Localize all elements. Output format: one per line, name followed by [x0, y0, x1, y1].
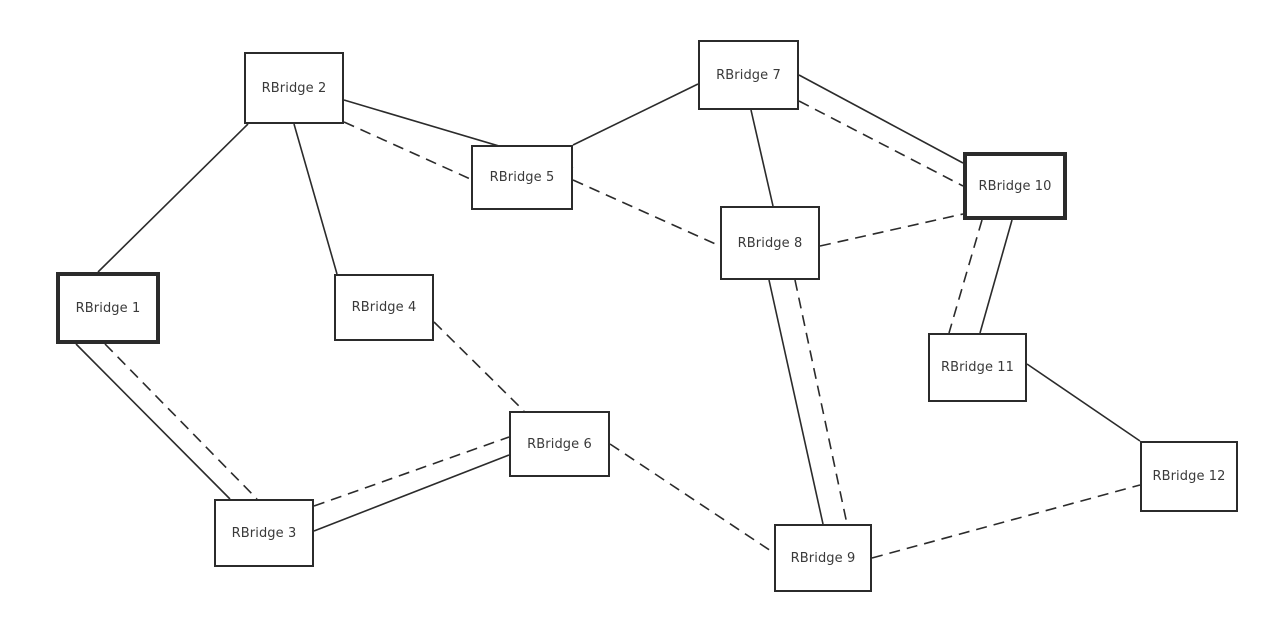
node-rb7[interactable]: RBridge 7 [698, 40, 799, 110]
edge-rb9-rb12-dashed [871, 484, 1141, 559]
edge-rb10-rb11-solid [979, 219, 1013, 334]
node-rb2[interactable]: RBridge 2 [244, 52, 344, 124]
node-rb1[interactable]: RBridge 1 [56, 272, 160, 344]
node-label-rb11: RBridge 11 [940, 360, 1015, 375]
node-label-rb2: RBridge 2 [261, 80, 327, 96]
node-label-rb1: RBridge 1 [75, 300, 141, 316]
edge-rb7-rb8-solid [750, 109, 774, 207]
node-rb5[interactable]: RBridge 5 [471, 145, 573, 210]
node-label-rb5: RBridge 5 [489, 170, 555, 185]
edge-rb7-rb10-solid [798, 74, 964, 164]
node-label-rb10: RBridge 10 [978, 178, 1052, 194]
node-label-rb9: RBridge 9 [790, 550, 856, 566]
node-rb9[interactable]: RBridge 9 [774, 524, 872, 592]
edge-rb1-rb3-dashed [104, 343, 258, 500]
edge-rb8-rb9-solid [768, 279, 824, 525]
edge-rb7-rb10-dashed [798, 100, 964, 187]
node-label-rb6: RBridge 6 [527, 436, 592, 452]
node-rb4[interactable]: RBridge 4 [334, 274, 434, 341]
edge-rb5-rb7-solid [572, 83, 699, 146]
node-label-rb7: RBridge 7 [716, 67, 781, 83]
edge-rb8-rb9-dashed [794, 279, 848, 525]
node-label-rb8: RBridge 8 [737, 235, 803, 251]
node-rb6[interactable]: RBridge 6 [509, 411, 610, 477]
edge-rb6-rb9-dashed [609, 443, 775, 554]
edge-rb1-rb2-solid [97, 123, 249, 273]
edge-rb2-rb4-solid [293, 123, 338, 275]
node-rb10[interactable]: RBridge 10 [963, 152, 1067, 220]
edge-rb1-rb3-solid [75, 343, 231, 500]
node-rb8[interactable]: RBridge 8 [720, 206, 820, 280]
edge-rb10-rb11-dashed [948, 219, 983, 334]
edge-rb3-rb6-dashed [313, 436, 510, 507]
edge-rb3-rb6-solid [313, 454, 510, 532]
node-label-rb4: RBridge 4 [351, 300, 417, 315]
edge-rb11-rb12-solid [1026, 363, 1141, 442]
edge-rb4-rb6-dashed [433, 321, 525, 412]
edge-rb8-rb10-dashed [819, 213, 964, 247]
node-rb12[interactable]: RBridge 12 [1140, 441, 1238, 512]
node-label-rb3: RBridge 3 [231, 525, 297, 541]
node-rb11[interactable]: RBridge 11 [928, 333, 1027, 402]
edge-rb5-rb8-dashed [572, 179, 721, 247]
node-label-rb12: RBridge 12 [1152, 469, 1226, 484]
node-rb3[interactable]: RBridge 3 [214, 499, 314, 567]
